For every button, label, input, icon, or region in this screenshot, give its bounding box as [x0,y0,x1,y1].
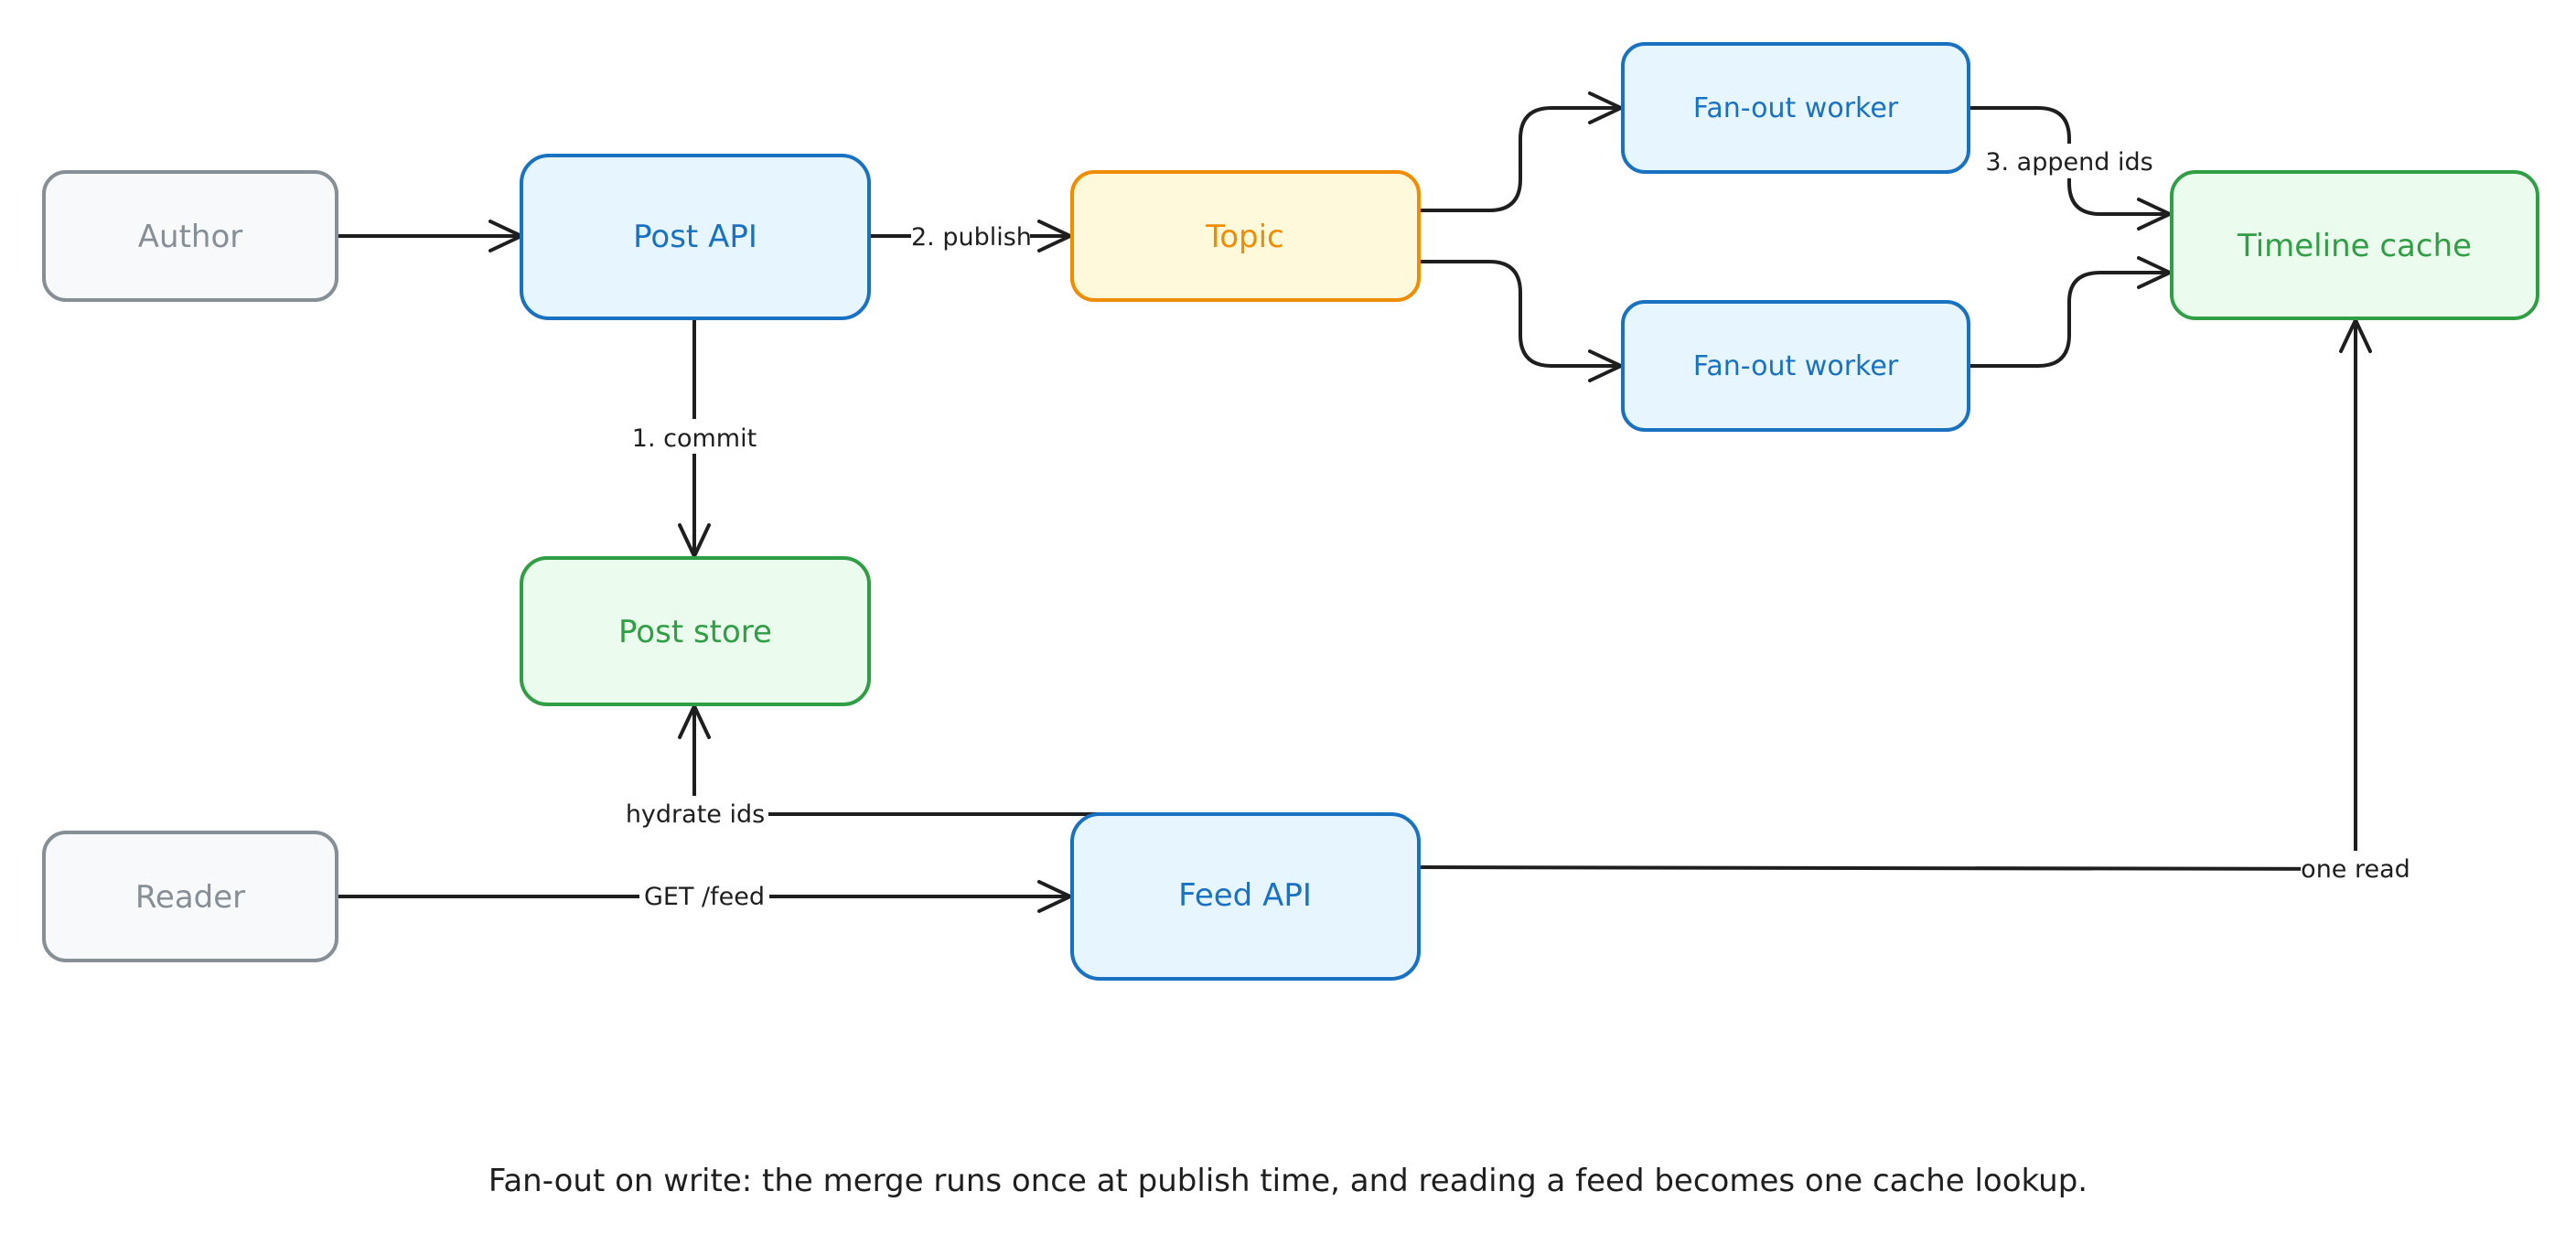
edge-label-get-feed: GET /feed [639,878,769,913]
node-reader-label: Reader [135,879,245,916]
edge-label-one-read: one read [2301,851,2410,885]
edge-label-get-feed-text: GET /feed [644,883,765,911]
node-post-store[interactable]: Post store [520,556,871,706]
edge-label-one-read-text: one read [2301,855,2410,884]
node-post-store-label: Post store [618,614,772,650]
node-topic-label: Topic [1205,219,1284,255]
edge-label-hydrate-ids: hydrate ids [622,796,768,831]
node-timeline-cache-label: Timeline cache [2237,228,2472,264]
edge-fanout-worker-2-to-timeline-cache[interactable] [1967,256,2172,368]
edge-topic-to-fanout-worker-1[interactable] [1417,91,1623,212]
node-author[interactable]: Author [42,170,338,302]
edge-label-append-ids-text: 3. append ids [1985,148,2152,177]
edge-label-publish: 2. publish [911,218,1032,252]
node-feed-api-label: Feed API [1178,877,1312,914]
edge-label-commit-text: 1. commit [632,424,757,453]
node-fanout-worker-1[interactable]: Fan-out worker [1621,42,1970,174]
node-fanout-worker-2[interactable]: Fan-out worker [1621,300,1970,432]
edge-labels: 2. publish 1. commit 3. append ids hydra… [622,144,2410,913]
node-post-api[interactable]: Post API [520,154,871,320]
node-fanout-worker-1-label: Fan-out worker [1693,92,1899,124]
edge-topic-to-fanout-worker-2[interactable] [1417,260,1623,382]
edge-label-append-ids: 3. append ids [1985,144,2153,178]
node-timeline-cache[interactable]: Timeline cache [2170,170,2539,320]
node-reader[interactable]: Reader [42,831,338,962]
edge-label-publish-text: 2. publish [911,223,1032,252]
diagram-caption: Fan-out on write: the merge runs once at… [488,1163,2088,1199]
node-author-label: Author [138,219,242,255]
node-fanout-worker-2-label: Fan-out worker [1693,350,1899,382]
node-feed-api[interactable]: Feed API [1070,812,1421,981]
edge-label-hydrate-ids-text: hydrate ids [626,800,765,829]
edge-label-commit: 1. commit [632,419,757,454]
node-topic[interactable]: Topic [1070,170,1421,302]
node-post-api-label: Post API [633,219,757,255]
